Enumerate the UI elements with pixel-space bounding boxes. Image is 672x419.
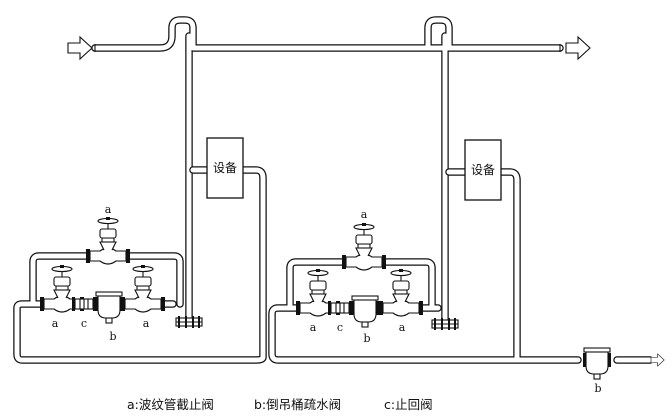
trap-station-right: a a c b a xyxy=(295,208,424,345)
equipment-label: 设备 xyxy=(213,161,237,175)
label-a: a xyxy=(399,321,406,334)
pipes xyxy=(13,16,654,364)
bypass-valve-a xyxy=(341,222,387,271)
bucket-trap-b xyxy=(350,295,380,328)
inlet-arrow xyxy=(67,36,93,60)
drip-pot-right xyxy=(431,317,459,331)
legend: a:波纹管截止阀 b:倒吊桶疏水阀 c:止回阀 xyxy=(127,397,433,412)
legend-item-a: a:波纹管截止阀 xyxy=(127,397,214,412)
label-c: c xyxy=(81,317,87,330)
label-a: a xyxy=(105,203,112,216)
label-c: c xyxy=(337,321,343,334)
legend-item-c: c:止回阀 xyxy=(384,397,433,412)
trap-station-left: a a c b a xyxy=(39,203,166,343)
drip-pot-left xyxy=(175,315,203,329)
bypass-valve-a xyxy=(85,216,131,265)
equipment-label: 设备 xyxy=(471,163,495,177)
label-a: a xyxy=(143,317,150,330)
bucket-trap-b xyxy=(582,347,612,380)
outlet-arrow xyxy=(565,36,591,60)
stop-valve-a-outlet xyxy=(120,264,166,313)
equipment-box-left: 设备 xyxy=(206,137,244,199)
label-b: b xyxy=(109,330,116,343)
label-a: a xyxy=(52,317,59,330)
drain-line-trap: b xyxy=(582,347,612,395)
bucket-trap-b xyxy=(94,291,124,324)
check-valve-c xyxy=(327,300,353,316)
equipment-box-right: 设备 xyxy=(464,139,502,201)
drain-outlet-arrow xyxy=(650,353,665,367)
check-valve-c xyxy=(71,296,97,312)
label-a: a xyxy=(361,208,368,221)
label-b: b xyxy=(363,332,370,345)
label-b: b xyxy=(594,382,601,395)
label-a: a xyxy=(310,321,317,334)
legend-item-b: b:倒吊桶疏水阀 xyxy=(254,397,341,412)
stop-valve-a-outlet xyxy=(378,268,424,317)
